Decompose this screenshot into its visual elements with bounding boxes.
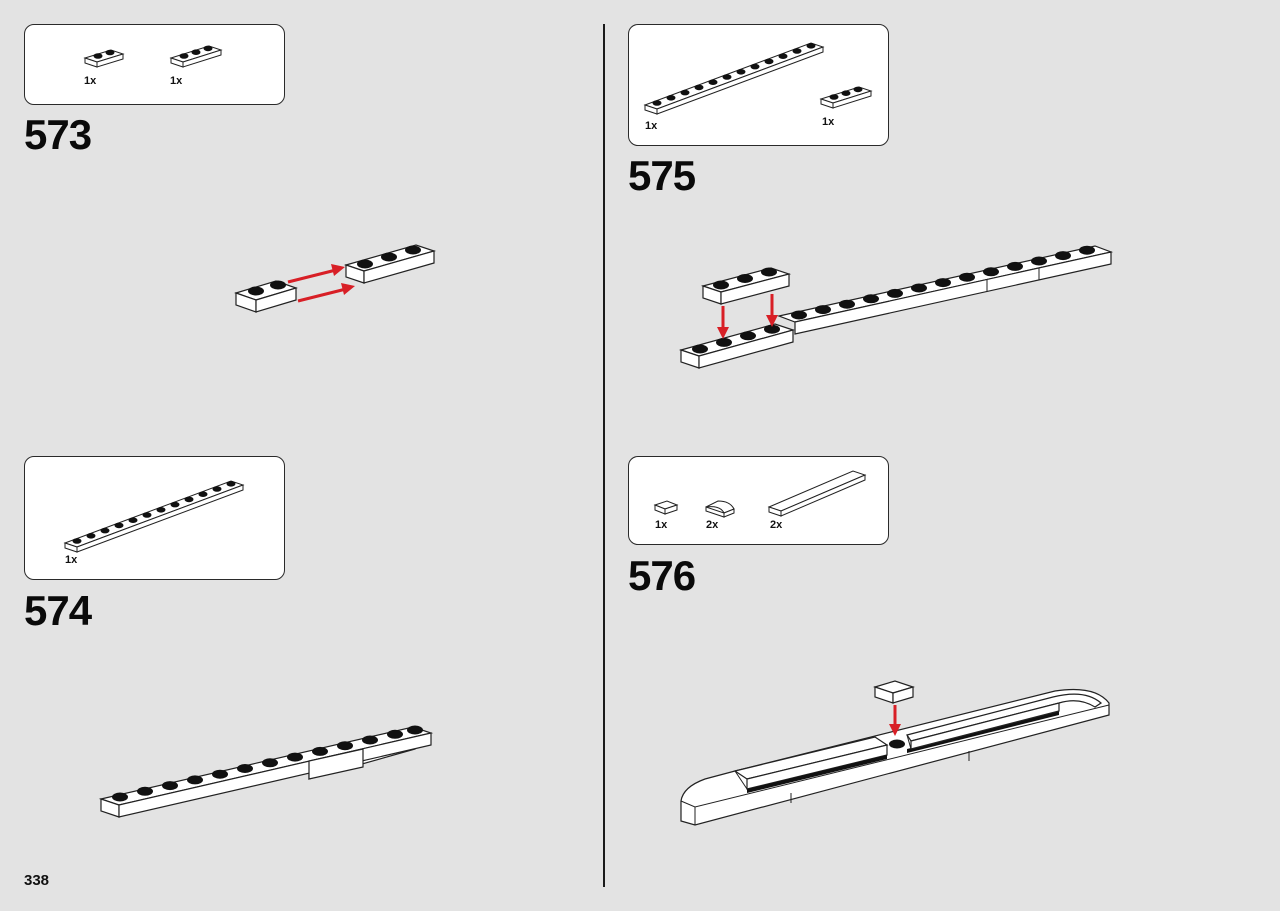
plate-1x3-icon bbox=[169, 45, 223, 68]
parts-box-step-574: 1x bbox=[24, 456, 285, 580]
step-number: 575 bbox=[628, 152, 696, 199]
tile-1x1-icon bbox=[873, 680, 915, 704]
step-number: 573 bbox=[24, 111, 92, 158]
tile-1x1-icon bbox=[653, 500, 679, 515]
assembly-diagram-step-576 bbox=[680, 680, 1110, 826]
plate-1x4-icon bbox=[678, 323, 796, 369]
plate-1x12-icon bbox=[643, 42, 825, 115]
assembly-diagram-step-574 bbox=[98, 725, 434, 818]
part-quantity: 1x bbox=[645, 120, 658, 132]
plate-1x2-icon bbox=[234, 280, 298, 313]
plate-1x3-icon bbox=[819, 86, 873, 109]
step-number: 576 bbox=[628, 552, 696, 599]
part-quantity: 2x bbox=[770, 519, 783, 531]
part-quantity: 2x bbox=[706, 519, 719, 531]
assembly-diagram-step-575 bbox=[678, 245, 1114, 369]
page-number: 338 bbox=[24, 872, 50, 889]
parts-box-step-575: 1x 1x bbox=[628, 24, 889, 146]
parts-illustration bbox=[63, 480, 245, 553]
plate-1x2-icon bbox=[83, 49, 125, 68]
parts-illustration bbox=[83, 45, 223, 68]
move-arrow-icon bbox=[287, 264, 355, 303]
plate-1x3-icon bbox=[700, 267, 792, 305]
step-number: 574 bbox=[24, 587, 92, 634]
plate-assembly-icon bbox=[680, 688, 1110, 826]
part-quantity: 1x bbox=[822, 116, 835, 128]
parts-box-step-573: 1x 1x bbox=[24, 24, 285, 105]
part-quantity: 1x bbox=[84, 75, 97, 87]
down-arrow-icon bbox=[717, 294, 778, 339]
plate-1x12-icon bbox=[98, 725, 434, 818]
slope-curved-icon bbox=[705, 500, 735, 518]
plate-1x12-icon bbox=[63, 480, 245, 553]
parts-box-step-576: 1x 2x 2x bbox=[628, 456, 889, 545]
page-divider bbox=[603, 24, 605, 887]
parts-illustration bbox=[653, 470, 867, 518]
parts-illustration bbox=[643, 42, 873, 115]
plate-assembly-icon bbox=[776, 245, 1114, 335]
tile-1x6-icon bbox=[767, 470, 867, 517]
part-quantity: 1x bbox=[170, 75, 183, 87]
part-quantity: 1x bbox=[655, 519, 668, 531]
down-arrow-icon bbox=[889, 705, 901, 736]
assembly-diagram-step-573 bbox=[234, 244, 437, 313]
plate-1x3-icon bbox=[343, 244, 437, 284]
part-quantity: 1x bbox=[65, 554, 78, 566]
